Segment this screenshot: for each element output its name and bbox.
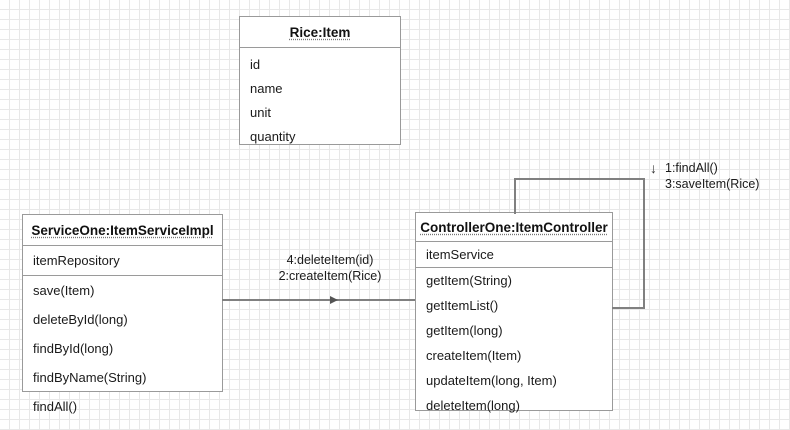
class-fields-controller: itemService	[416, 242, 612, 268]
class-methods-controller: getItem(String) getItemList() getItem(lo…	[416, 268, 612, 418]
attribute-row: unit	[250, 104, 271, 120]
method-row: getItemList()	[426, 298, 499, 313]
class-fields-service: itemRepository	[23, 246, 222, 276]
method-row: findByName(String)	[33, 370, 147, 385]
class-title-service-text: ServiceOne:ItemServiceImpl	[31, 222, 214, 238]
message-label-controller-self: 1:findAll() 3:saveItem(Rice)	[665, 160, 759, 192]
message-line: 2:createItem(Rice)	[278, 269, 382, 283]
attribute-row: id	[250, 56, 261, 72]
message-line: 4:deleteItem(id)	[286, 253, 374, 267]
message-line: 1:findAll()	[665, 161, 718, 175]
connector-controller-loop-segment-return	[612, 307, 645, 309]
method-row: findById(long)	[33, 341, 114, 356]
class-methods-service: save(Item) deleteById(long) findById(lon…	[23, 276, 222, 421]
message-label-service-to-controller: 4:deleteItem(id) 2:createItem(Rice)	[240, 252, 420, 284]
connector-service-to-controller	[222, 299, 415, 301]
connector-controller-loop-segment-top	[514, 178, 645, 180]
arrowhead-service-to-controller-icon	[330, 296, 338, 304]
method-row: save(Item)	[33, 283, 95, 298]
method-row: createItem(Item)	[426, 348, 522, 363]
down-arrow-icon: ↓	[650, 160, 657, 176]
class-title-item: Rice:Item	[240, 17, 400, 48]
class-title-controller-text: ControllerOne:ItemController	[420, 219, 608, 235]
method-row: deleteItem(long)	[426, 398, 520, 413]
attribute-row: name	[250, 80, 283, 96]
field-row: itemService	[426, 247, 494, 262]
attribute-row: quantity	[250, 128, 296, 144]
method-row: updateItem(long, Item)	[426, 373, 557, 388]
method-row: findAll()	[33, 399, 78, 414]
class-box-item[interactable]: Rice:Item id name unit quantity	[239, 16, 401, 145]
method-row: getItem(long)	[426, 323, 503, 338]
class-title-item-text: Rice:Item	[289, 24, 351, 40]
connector-controller-loop-segment-up	[514, 178, 516, 214]
method-row: deleteById(long)	[33, 312, 128, 327]
field-row: itemRepository	[33, 253, 120, 268]
class-box-controller[interactable]: ControllerOne:ItemController itemService…	[415, 212, 613, 413]
message-line: 3:saveItem(Rice)	[665, 177, 760, 191]
class-box-service[interactable]: ServiceOne:ItemServiceImpl itemRepositor…	[22, 214, 223, 414]
class-attributes-item: id name unit quantity	[240, 48, 400, 148]
class-title-service: ServiceOne:ItemServiceImpl	[23, 215, 222, 246]
class-title-controller: ControllerOne:ItemController	[416, 213, 612, 242]
method-row: getItem(String)	[426, 273, 512, 288]
connector-controller-loop-segment-down	[643, 178, 645, 308]
